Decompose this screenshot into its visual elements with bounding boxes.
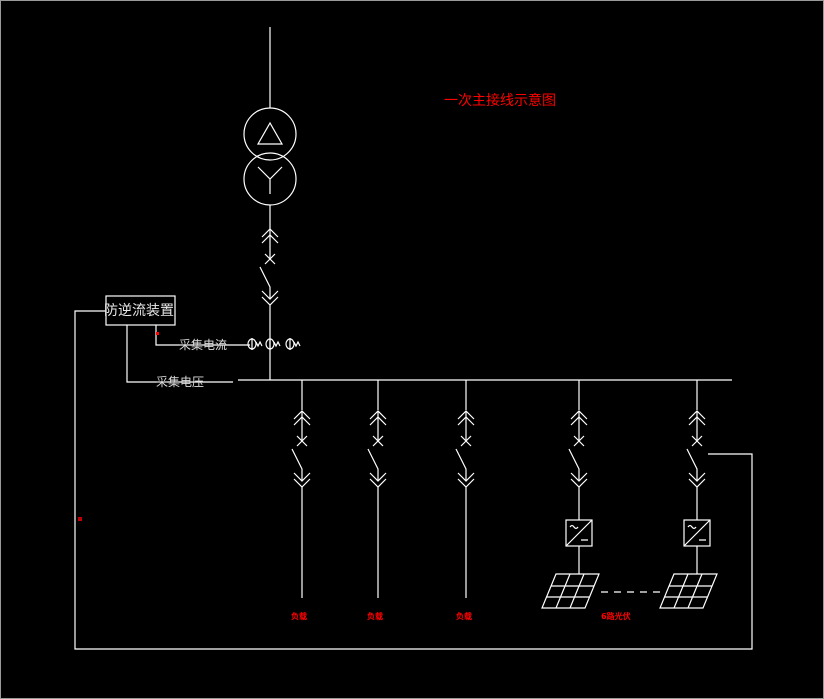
inverter-symbol	[683, 519, 711, 547]
control-feedback-wire	[74, 310, 753, 650]
switch-blade	[455, 448, 467, 481]
current-sampling-wire	[155, 325, 250, 346]
switch-blade	[568, 448, 580, 481]
transformer-primary-winding	[243, 107, 297, 161]
current-transformer-icon	[285, 338, 301, 350]
switch-blade	[291, 448, 303, 481]
branch-label-1: 负载	[291, 612, 307, 621]
breaker-cross-icon	[296, 435, 308, 447]
inverter-icon	[565, 519, 593, 547]
ct-mark	[289, 338, 301, 350]
delta-symbol-icon	[256, 121, 284, 145]
panel-outline	[659, 573, 718, 609]
branch-label-4: 6路光伏	[601, 612, 631, 621]
branch-switchgear-2	[367, 410, 387, 488]
transformer-icon	[243, 107, 297, 206]
current-transformer-icon	[265, 338, 281, 350]
voltage-sampling-label: 采集电压	[156, 375, 205, 389]
inverter-symbol	[565, 519, 593, 547]
panel-grid	[546, 573, 594, 609]
solar-panel-icon	[659, 573, 718, 609]
red-marker	[78, 517, 82, 521]
red-marker	[156, 332, 159, 335]
inverter-icon	[683, 519, 711, 547]
diagram-title: 一次主接线示意图	[444, 93, 556, 109]
main-switchgear	[259, 228, 279, 306]
current-transformer-icon	[247, 338, 263, 350]
branch-switchgear-3	[455, 410, 475, 488]
solar-panel-icon	[541, 573, 600, 609]
branch-switchgear-1	[291, 410, 311, 488]
breaker-cross-icon	[460, 435, 472, 447]
ct-mark	[269, 338, 281, 350]
branch-label-2: 负载	[367, 612, 383, 621]
anti-backflow-device-label: 防逆流装置	[104, 303, 174, 319]
breaker-cross-icon	[372, 435, 384, 447]
breaker-cross-icon	[573, 435, 585, 447]
current-sampling-label: 采集电流	[179, 338, 228, 352]
panel-outline	[541, 573, 600, 609]
breaker-cross-icon	[691, 435, 703, 447]
switch-blade	[686, 448, 698, 481]
panel-grid	[664, 573, 712, 609]
branch-switchgear-4	[568, 410, 588, 488]
branch-switchgear-5	[686, 410, 706, 488]
switch-blade	[259, 266, 271, 299]
ct-mark	[251, 338, 263, 350]
voltage-sampling-wire	[126, 325, 233, 383]
switch-blade	[367, 448, 379, 481]
wye-symbol-icon	[257, 166, 283, 194]
breaker-cross-icon	[264, 253, 276, 265]
branch-label-3: 负载	[456, 612, 472, 621]
